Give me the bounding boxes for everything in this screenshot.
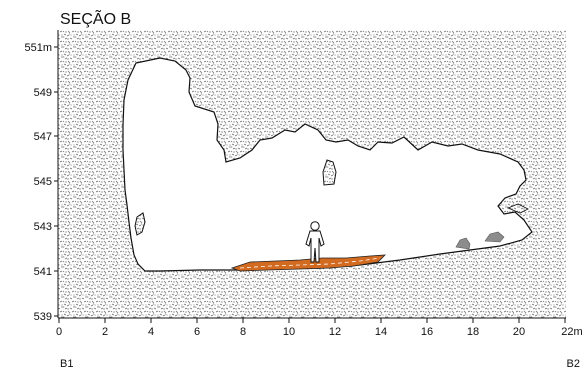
rock-fragment xyxy=(506,203,529,214)
y-tick-label: 549 xyxy=(34,87,52,99)
rock-pillar xyxy=(322,159,337,186)
endpoint-left-label: B1 xyxy=(60,358,73,370)
x-tick-label: 16 xyxy=(421,326,433,338)
y-tick-label: 543 xyxy=(34,221,52,233)
x-tick-label: 18 xyxy=(467,326,479,338)
y-tick-label: 545 xyxy=(34,176,52,188)
rock-lens xyxy=(134,212,146,236)
axis-frame xyxy=(57,30,566,319)
y-tick-label: 539 xyxy=(34,311,52,323)
x-tick-label: 14 xyxy=(375,326,387,338)
x-tick-label: 8 xyxy=(240,326,246,338)
boulder xyxy=(455,237,471,250)
x-tick-label: 22m xyxy=(561,326,582,338)
endpoint-right-label: B2 xyxy=(567,358,580,370)
x-tick-label: 10 xyxy=(283,326,295,338)
x-tick-label: 2 xyxy=(102,326,108,338)
x-tick-label: 4 xyxy=(148,326,154,338)
y-tick-label: 551m xyxy=(24,42,52,54)
y-tick-label: 541 xyxy=(34,266,52,278)
y-tick-marks xyxy=(54,46,58,317)
x-tick-label: 12 xyxy=(329,326,341,338)
x-tick-marks xyxy=(58,318,566,323)
section-title: SEÇÃO B xyxy=(60,8,131,28)
sediment-deposit xyxy=(230,254,387,272)
y-tick-label: 547 xyxy=(34,131,52,143)
x-tick-label: 0 xyxy=(56,326,62,338)
x-tick-label: 20 xyxy=(513,326,525,338)
x-tick-label: 6 xyxy=(194,326,200,338)
person-scale-figure xyxy=(305,221,325,263)
boulder xyxy=(484,231,505,243)
